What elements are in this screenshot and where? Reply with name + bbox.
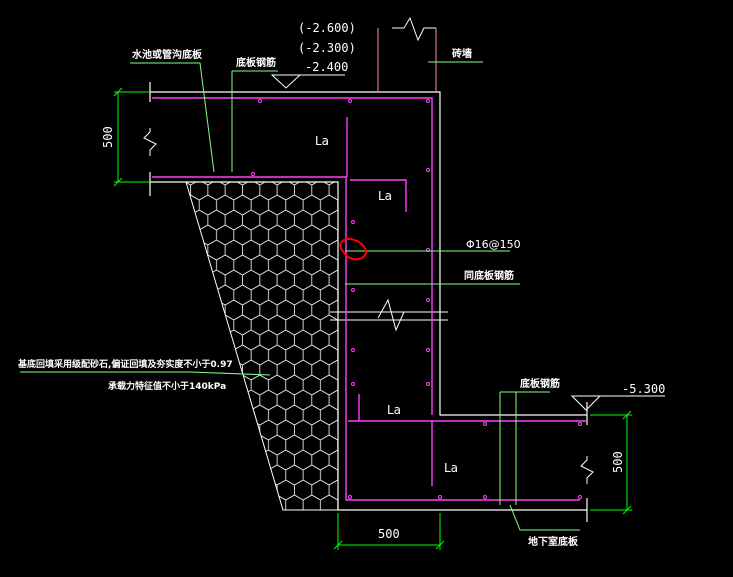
- label-basement-slab: 地下室底板: [528, 535, 579, 548]
- dimension-bottom-width: 500: [378, 527, 400, 541]
- label-backfill-note-1: 基底回填采用级配砂石,偏证回填及夯实度不小于0.97: [17, 358, 233, 370]
- elevation-text-3: -2.400: [305, 60, 348, 74]
- elevation-text-4: -5.300: [622, 382, 665, 396]
- backfill-hatch: [185, 181, 339, 511]
- dimension-right-height: 500: [611, 451, 625, 473]
- leader-lines: [20, 61, 665, 531]
- elevation-text-1: (-2.600): [298, 21, 356, 35]
- label-brick-wall: 砖墙: [452, 47, 472, 60]
- anchorage-label-2: La: [378, 189, 392, 203]
- label-slab-rebar-top: 底板钢筋: [236, 56, 276, 69]
- anchorage-label-1: La: [315, 134, 329, 148]
- rebar-dots: [251, 99, 582, 499]
- elevation-text-2: (-2.300): [298, 41, 356, 55]
- rebar: [152, 97, 586, 501]
- break-lines: [143, 16, 594, 484]
- anchorage-label-3: La: [387, 403, 401, 417]
- label-backfill-note-2: 承载力特征值不小于140kPa: [108, 380, 226, 392]
- label-water-pit: 水池或管沟底板: [131, 48, 203, 61]
- label-slab-rebar-bottom: 底板钢筋: [520, 377, 560, 390]
- dimension-left-height: 500: [101, 126, 115, 148]
- brick-wall: [377, 28, 437, 92]
- concrete-outline: [149, 82, 588, 522]
- anchorage-label-4: La: [444, 461, 458, 475]
- label-same-as-slab: 同底板钢筋: [464, 269, 514, 282]
- dimension-lines: [113, 87, 632, 550]
- label-bar-spec: Φ16@150: [466, 238, 521, 251]
- markup-circle: [339, 238, 368, 261]
